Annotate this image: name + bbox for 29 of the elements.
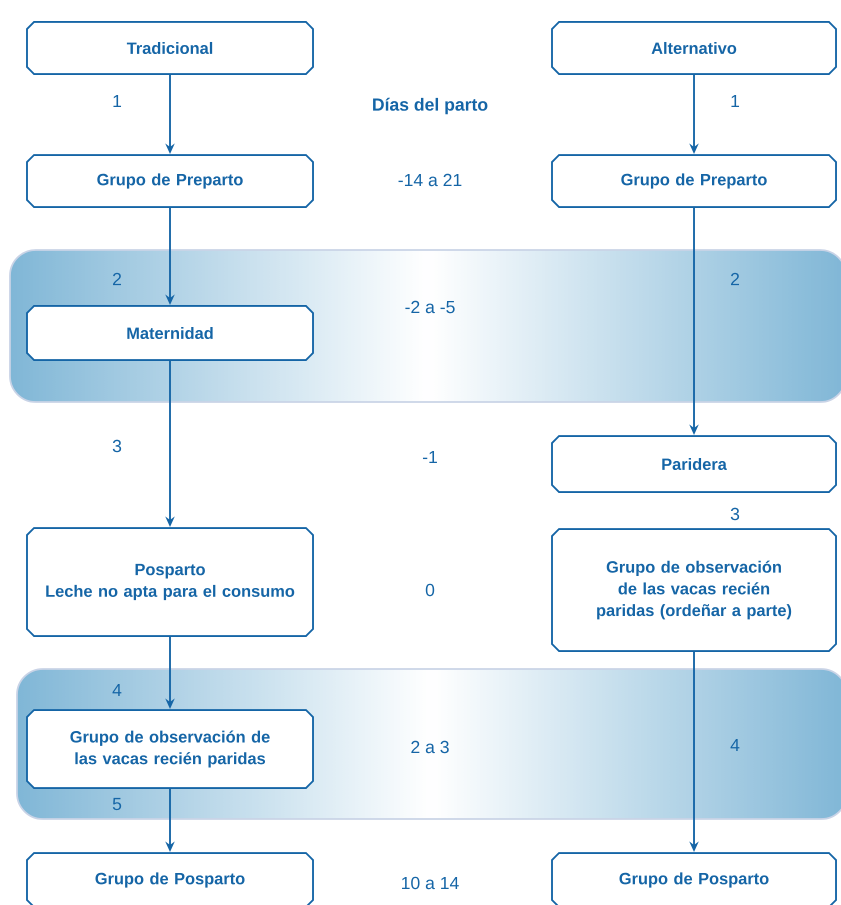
process-box: Alternativo bbox=[551, 21, 837, 75]
process-box: Grupo de observación de las vacas recién paridas bbox=[26, 709, 314, 789]
process-box: Grupo de Preparto bbox=[26, 154, 314, 208]
process-box: Grupo de Preparto bbox=[551, 154, 837, 208]
process-box: Grupo de Posparto bbox=[551, 852, 837, 905]
step-number: -1 bbox=[422, 450, 437, 464]
step-number: -14 a 21 bbox=[398, 174, 462, 186]
column-heading: Días del parto bbox=[373, 98, 488, 114]
process-box: Tradicional bbox=[26, 21, 314, 75]
process-box: Maternidad bbox=[26, 305, 314, 361]
process-box: Paridera bbox=[551, 435, 837, 493]
step-number: 2 bbox=[731, 272, 740, 286]
step-number: 3 bbox=[730, 508, 740, 520]
process-box: Grupo de observación de las vacas recién paridas (ordeñar a parte) bbox=[551, 528, 837, 652]
phase-band bbox=[9, 249, 841, 403]
step-number: 4 bbox=[112, 684, 122, 696]
step-number: 2 bbox=[113, 272, 121, 286]
process-box: Grupo de Posparto bbox=[26, 852, 314, 905]
step-number: 0 bbox=[426, 584, 434, 596]
phase-band bbox=[16, 668, 841, 820]
step-number: 5 bbox=[112, 798, 122, 810]
step-number: 1 bbox=[113, 94, 122, 108]
step-number: 2 a 3 bbox=[411, 740, 449, 754]
step-number: 10 a 14 bbox=[402, 876, 459, 890]
process-box: Posparto Leche no apta para el consumo bbox=[26, 527, 314, 637]
step-number: 4 bbox=[730, 738, 740, 752]
step-number: 3 bbox=[112, 440, 122, 452]
step-number: -2 a -5 bbox=[405, 300, 455, 314]
step-number: 1 bbox=[731, 94, 740, 108]
